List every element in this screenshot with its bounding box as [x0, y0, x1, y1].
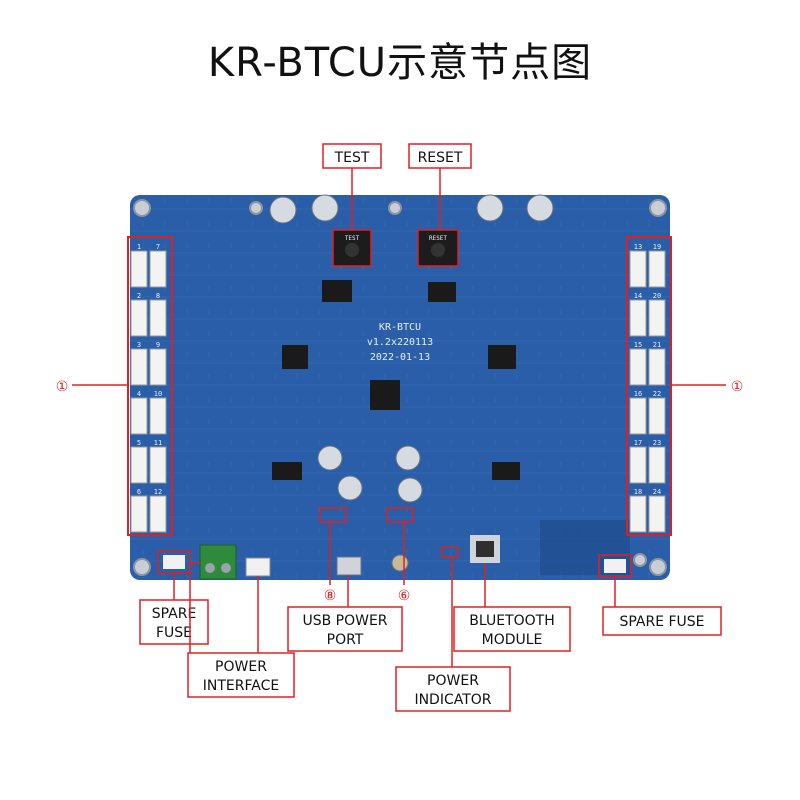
reset-callout-label: RESET: [418, 150, 463, 166]
reset-silk: RESET: [429, 235, 447, 242]
test-silk: TEST: [345, 235, 360, 242]
power-indicator-box: [395, 666, 511, 712]
left-connector: [149, 250, 167, 288]
board-name: KR-BTCU: [379, 322, 421, 333]
left-connector: [130, 250, 148, 288]
left-ports-frame: [127, 236, 173, 536]
ports-right-marker: ①: [731, 379, 744, 395]
right-port-number: 18: [634, 488, 642, 496]
usb-port-part: [336, 556, 362, 576]
right-connector: [629, 397, 647, 435]
right-connector: [648, 397, 666, 435]
left-port-number: 6: [137, 488, 141, 496]
mount-holes: [133, 199, 667, 576]
right-connector: [629, 250, 647, 288]
right-port-number: 23: [653, 439, 661, 447]
right-port-number: 13: [634, 243, 642, 251]
right-connector: [648, 299, 666, 337]
left-port-number: 7: [156, 243, 160, 251]
test-callout-label: TEST: [334, 150, 370, 166]
test-callout-box: [322, 143, 382, 169]
power-terminal-part: [199, 544, 271, 580]
left-port-number: 8: [156, 292, 160, 300]
left-connector: [149, 495, 167, 533]
usb-power-line2: PORT: [327, 632, 364, 648]
power-indicator-line2: INDICATOR: [414, 692, 491, 708]
power-interface-line1: POWER: [215, 659, 267, 675]
right-connector: [629, 495, 647, 533]
right-port-number: 24: [653, 488, 661, 496]
pcb-board: TEST RESET KR-BTCU v1.2x220113 2022-01-1: [127, 194, 672, 580]
marker-6: ⑥: [398, 588, 411, 604]
left-port-number: 1: [137, 243, 141, 251]
power-led: [441, 546, 459, 558]
right-connector: [629, 348, 647, 386]
test-button-part: TEST: [332, 229, 372, 267]
left-port-number: 10: [154, 390, 162, 398]
left-port-group: 1 7 2 8 3 9 4 10 5 11 6 12: [130, 243, 167, 533]
marker-8: ⑧: [324, 588, 337, 604]
led-6: [386, 507, 414, 523]
page-title: KR-BTCU示意节点图: [207, 40, 593, 86]
right-connector: [648, 495, 666, 533]
left-port-number: 4: [137, 390, 141, 398]
chips: [272, 280, 520, 563]
spare-fuse-left-box: [139, 599, 209, 645]
board-date: 2022-01-13: [370, 352, 430, 363]
left-connector: [149, 299, 167, 337]
right-connector: [648, 250, 666, 288]
right-port-number: 21: [653, 341, 661, 349]
capacitors-top: [269, 194, 554, 572]
bluetooth-line1: BLUETOOTH: [469, 613, 554, 629]
right-ports-frame: [626, 236, 672, 536]
right-connector: [648, 348, 666, 386]
right-port-number: 22: [653, 390, 661, 398]
right-connector: [648, 446, 666, 484]
callouts: TEST RESET ① ① SPARE FUSE POWER INTERFAC…: [56, 143, 744, 712]
left-port-number: 12: [154, 488, 162, 496]
left-connector: [130, 299, 148, 337]
left-connector: [130, 446, 148, 484]
power-interface-box: [187, 652, 295, 698]
right-connector: [629, 446, 647, 484]
left-port-number: 5: [137, 439, 141, 447]
left-connector: [149, 348, 167, 386]
left-connector: [130, 495, 148, 533]
left-port-number: 11: [154, 439, 162, 447]
reset-button-part: RESET: [417, 229, 459, 267]
board-version: v1.2x220113: [367, 337, 433, 348]
led-8: [319, 507, 347, 523]
right-port-number: 17: [634, 439, 642, 447]
right-port-group: 13 19 14 20 15 21 16 22 17 23 18 24: [629, 243, 666, 533]
bluetooth-line2: MODULE: [482, 632, 543, 648]
left-port-number: 2: [137, 292, 141, 300]
spare-fuse-right-box: [602, 606, 722, 636]
power-interface-line2: INTERFACE: [203, 678, 279, 694]
spare-fuse-right-label: SPARE FUSE: [619, 614, 704, 630]
bluetooth-box: [453, 606, 571, 652]
usb-power-line1: USB POWER: [302, 613, 387, 629]
spare-fuse-left-line1: SPARE: [152, 606, 197, 622]
right-port-number: 15: [634, 341, 642, 349]
left-connector: [130, 397, 148, 435]
usb-power-box: [287, 606, 403, 652]
right-port-number: 14: [634, 292, 642, 300]
spare-fuse-left-line2: FUSE: [156, 625, 192, 641]
left-port-number: 3: [137, 341, 141, 349]
left-connector: [149, 397, 167, 435]
right-port-number: 20: [653, 292, 661, 300]
ports-left-marker: ①: [56, 379, 69, 395]
left-port-number: 9: [156, 341, 160, 349]
right-port-number: 16: [634, 390, 642, 398]
right-connector: [629, 299, 647, 337]
power-indicator-line1: POWER: [427, 673, 479, 689]
left-connector: [130, 348, 148, 386]
right-port-number: 19: [653, 243, 661, 251]
left-connector: [149, 446, 167, 484]
reset-callout-box: [408, 143, 472, 169]
